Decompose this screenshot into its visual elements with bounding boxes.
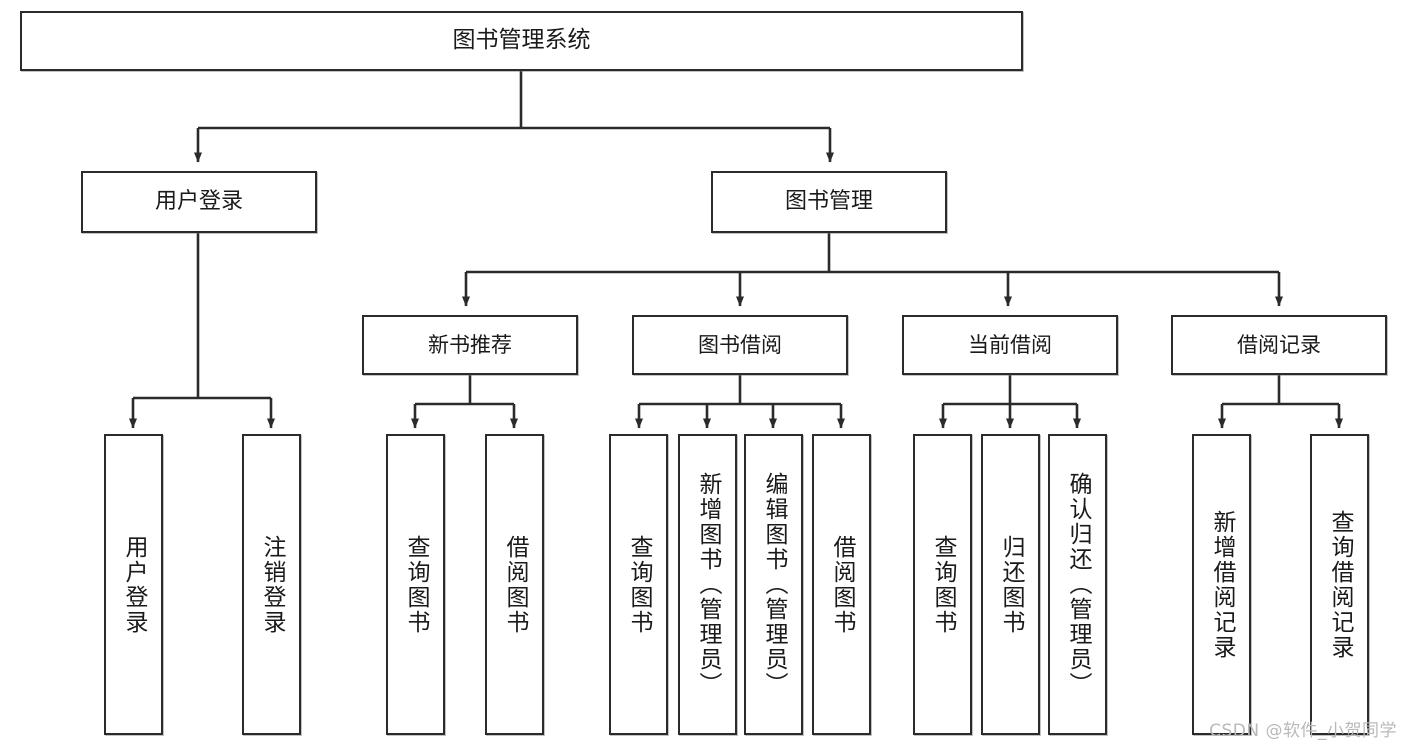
node-leaf-return-book[interactable]: 归还图书 [981,434,1040,735]
node-book-manage[interactable]: 图书管理 [711,171,947,233]
node-leaf-add-book-label: 新增图书（管理员） [695,472,721,697]
node-current-borrow[interactable]: 当前借阅 [902,315,1118,375]
node-leaf-add-record-label: 新增借阅记录 [1209,509,1235,660]
node-leaf-user-login[interactable]: 用户登录 [104,434,163,735]
node-leaf-borrow-book-2[interactable]: 借阅图书 [812,434,871,735]
node-leaf-query-book-1-label: 查询图书 [403,534,429,635]
watermark: CSDN @软件_小贺同学 [1209,721,1397,741]
node-leaf-edit-book[interactable]: 编辑图书（管理员） [744,434,803,735]
node-leaf-confirm-return[interactable]: 确认归还（管理员） [1048,434,1107,735]
node-leaf-query-book-3-label: 查询图书 [930,534,956,635]
node-book-borrow-label: 图书借阅 [698,332,782,357]
node-root[interactable]: 图书管理系统 [20,11,1023,71]
node-user-login[interactable]: 用户登录 [81,171,317,233]
node-borrow-record-label: 借阅记录 [1237,332,1321,357]
node-borrow-record[interactable]: 借阅记录 [1171,315,1387,375]
node-leaf-logout-label: 注销登录 [259,534,285,635]
node-current-borrow-label: 当前借阅 [968,332,1052,357]
node-leaf-return-book-label: 归还图书 [998,534,1024,635]
node-leaf-query-record[interactable]: 查询借阅记录 [1310,434,1369,735]
node-book-borrow[interactable]: 图书借阅 [632,315,848,375]
node-book-manage-label: 图书管理 [784,189,873,215]
node-root-label: 图书管理系统 [452,27,591,54]
node-new-book-rec[interactable]: 新书推荐 [362,315,578,375]
node-leaf-borrow-book-1-label: 借阅图书 [502,534,528,635]
node-leaf-query-record-label: 查询借阅记录 [1327,509,1353,660]
node-leaf-borrow-book-2-label: 借阅图书 [829,534,855,635]
node-leaf-query-book-3[interactable]: 查询图书 [913,434,972,735]
node-leaf-edit-book-label: 编辑图书（管理员） [761,472,787,697]
node-leaf-add-book[interactable]: 新增图书（管理员） [678,434,737,735]
node-leaf-logout[interactable]: 注销登录 [242,434,301,735]
node-leaf-query-book-2[interactable]: 查询图书 [609,434,668,735]
node-new-book-rec-label: 新书推荐 [428,332,512,357]
node-leaf-confirm-return-label: 确认归还（管理员） [1065,472,1091,697]
node-user-login-label: 用户登录 [154,189,243,215]
node-leaf-query-book-2-label: 查询图书 [626,534,652,635]
node-leaf-user-login-label: 用户登录 [121,534,147,635]
node-leaf-borrow-book-1[interactable]: 借阅图书 [485,434,544,735]
node-leaf-add-record[interactable]: 新增借阅记录 [1192,434,1251,735]
node-leaf-query-book-1[interactable]: 查询图书 [386,434,445,735]
